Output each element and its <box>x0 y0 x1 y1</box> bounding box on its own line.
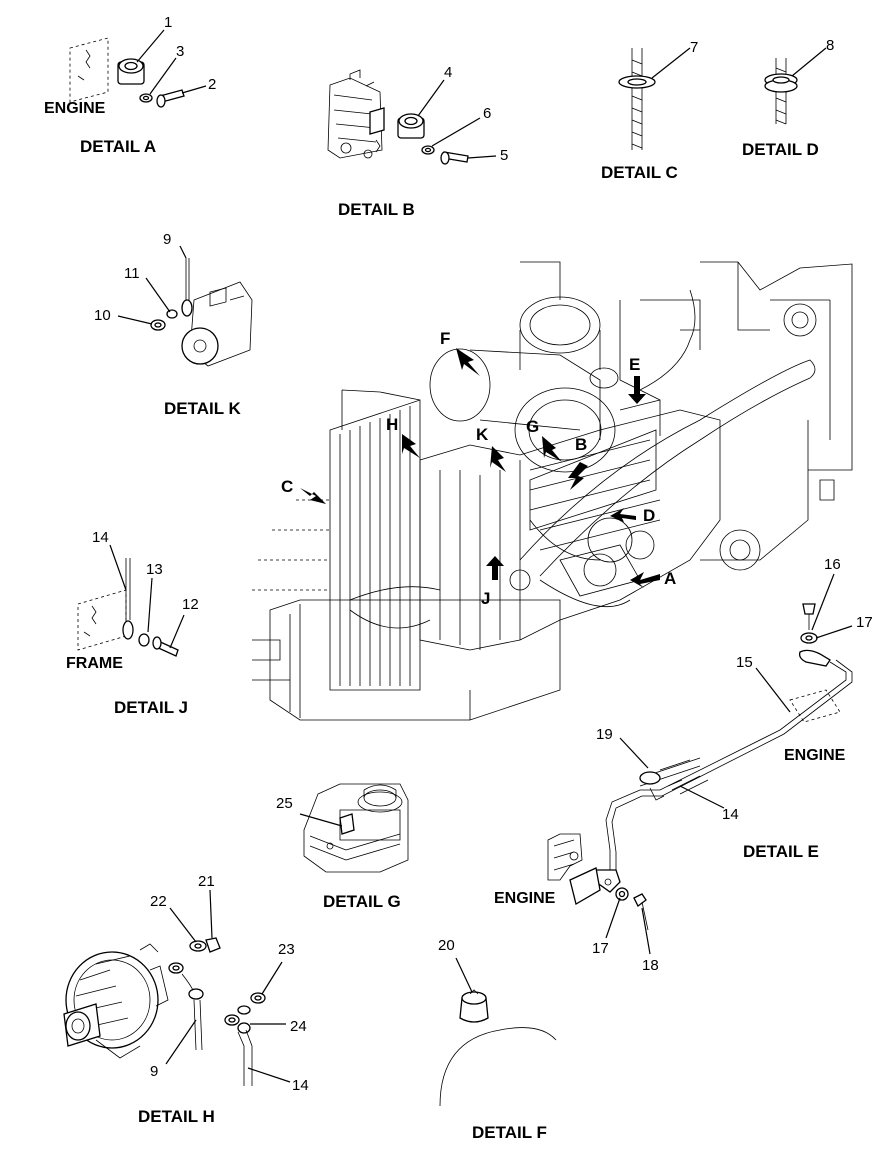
frame-label: FRAME <box>66 655 123 672</box>
detail-e-engine-drawing <box>547 833 601 905</box>
callout-25: 25 <box>276 795 293 812</box>
pointer-arrow-h <box>402 434 420 458</box>
callout-19: 19 <box>596 726 613 743</box>
pointer-label-c: C <box>281 477 293 496</box>
callout-7: 7 <box>690 39 698 56</box>
detail-a: 1 3 2 ENGINE DETAIL A <box>44 14 216 156</box>
detail-j-ground-drawing <box>122 558 179 657</box>
pointer-arrow-d <box>610 508 636 522</box>
detail-b-caption: DETAIL B <box>338 200 415 219</box>
main-engine-view: A B C D E F G H J K <box>252 261 853 721</box>
callout-2: 2 <box>208 76 216 93</box>
detail-d-caption: DETAIL D <box>742 140 819 159</box>
pointer-arrow-f <box>456 348 480 376</box>
callout-17-top: 17 <box>856 614 873 631</box>
callout-14-e: 14 <box>722 806 739 823</box>
detail-k-starter-drawing <box>150 258 253 367</box>
callout-11: 11 <box>124 265 140 282</box>
pointer-arrow-b <box>568 462 588 490</box>
callout-18: 18 <box>642 957 659 974</box>
callout-4: 4 <box>444 64 452 81</box>
pointer-label-a: A <box>664 569 676 588</box>
detail-e-wire-drawing <box>595 603 853 931</box>
callout-10: 10 <box>94 307 111 324</box>
pointer-label-j: J <box>481 589 490 608</box>
callout-14-j: 14 <box>92 529 109 546</box>
callout-23: 23 <box>278 941 295 958</box>
callout-15: 15 <box>736 654 753 671</box>
pointer-arrow-g <box>542 436 562 462</box>
detail-e: 16 17 15 19 14 17 18 ENGINE ENGINE DETAI… <box>494 556 873 974</box>
callout-6: 6 <box>483 105 491 122</box>
pointer-label-f: F <box>440 329 450 348</box>
callout-1: 1 <box>164 14 172 31</box>
detail-j: 14 13 12 FRAME DETAIL J <box>66 529 199 717</box>
detail-h-caption: DETAIL H <box>138 1107 215 1126</box>
callout-21: 21 <box>198 873 215 890</box>
detail-h-alternator-drawing <box>63 943 169 1059</box>
pointer-arrow-j <box>486 556 504 580</box>
detail-f-cap-drawing <box>439 989 557 1107</box>
engine-label-a: ENGINE <box>44 100 106 117</box>
pointer-arrow-c <box>300 488 326 504</box>
detail-f: 20 DETAIL F <box>438 937 557 1142</box>
detail-d-harness-drawing <box>764 58 798 125</box>
detail-a-clamp-drawing <box>117 58 185 108</box>
callout-22: 22 <box>150 893 167 910</box>
detail-a-caption: DETAIL A <box>80 137 156 156</box>
callout-3: 3 <box>176 43 184 60</box>
callout-14-h: 14 <box>292 1077 309 1094</box>
engine-label-e-bottom: ENGINE <box>494 890 556 907</box>
detail-d: 8 DETAIL D <box>742 37 834 159</box>
detail-b: 4 6 5 DETAIL B <box>327 64 508 219</box>
engine-label-e-top: ENGINE <box>784 747 846 764</box>
pointer-arrow-e <box>628 376 646 404</box>
detail-k-caption: DETAIL K <box>164 399 242 418</box>
pointer-label-g: G <box>526 417 539 436</box>
pointer-arrow-a <box>630 572 660 588</box>
callout-12: 12 <box>182 596 199 613</box>
pointer-label-b: B <box>575 435 587 454</box>
detail-g-bracket-drawing <box>303 783 409 873</box>
pointer-label-e: E <box>629 355 640 374</box>
callout-9-k: 9 <box>163 231 171 248</box>
pointer-label-d: D <box>643 506 655 525</box>
callout-8: 8 <box>826 37 834 54</box>
detail-e-caption: DETAIL E <box>743 842 819 861</box>
callout-5: 5 <box>500 147 508 164</box>
detail-c-caption: DETAIL C <box>601 163 678 182</box>
detail-h: 22 21 23 24 9 14 DETAIL H <box>63 873 309 1126</box>
detail-b-bracket-drawing <box>327 69 469 165</box>
detail-c: 7 DETAIL C <box>601 39 698 182</box>
callout-20: 20 <box>438 937 455 954</box>
pointer-label-k: K <box>476 425 489 444</box>
pointer-arrow-k <box>490 446 506 472</box>
detail-k: 9 11 10 DETAIL K <box>94 231 253 418</box>
detail-j-caption: DETAIL J <box>114 698 188 717</box>
detail-f-caption: DETAIL F <box>472 1123 547 1142</box>
detail-g: 25 DETAIL G <box>276 783 409 911</box>
detail-h-terminal-drawing <box>168 937 266 1086</box>
callout-24: 24 <box>290 1018 307 1035</box>
detail-c-harness-drawing <box>618 48 656 150</box>
pointer-label-h: H <box>386 415 398 434</box>
callout-13: 13 <box>146 561 163 578</box>
callout-16: 16 <box>824 556 841 573</box>
callout-17-bottom: 17 <box>592 940 609 957</box>
callout-9-h: 9 <box>150 1063 158 1080</box>
detail-g-caption: DETAIL G <box>323 892 401 911</box>
